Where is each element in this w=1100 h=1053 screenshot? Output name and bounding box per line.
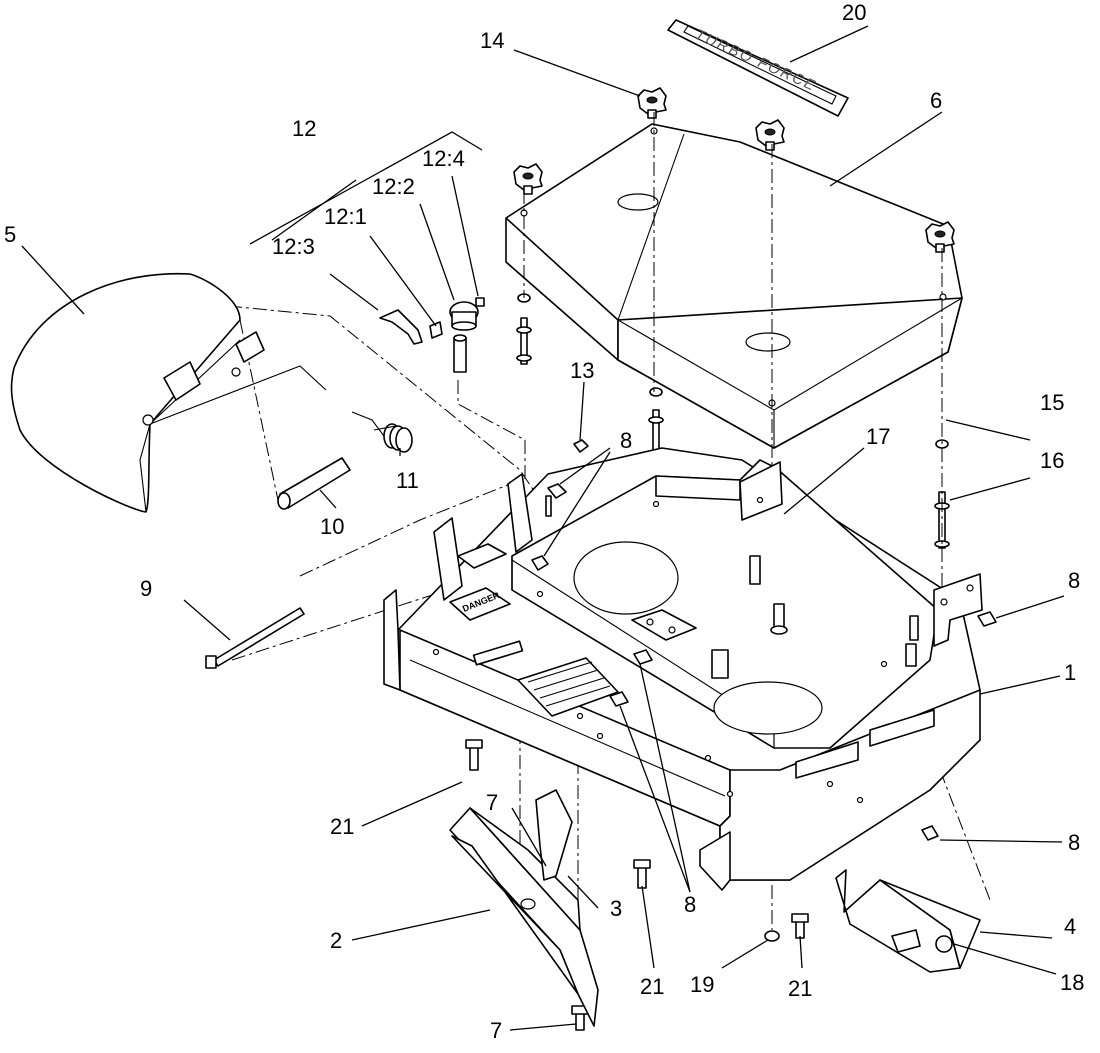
callout-12-4: 12:4 <box>422 146 465 171</box>
callout-13: 13 <box>570 358 594 383</box>
leader-lines <box>21 25 1065 1031</box>
callout-20: 20 <box>842 0 866 25</box>
callout-12-1: 12:1 <box>324 204 367 229</box>
callout-5: 5 <box>4 222 16 247</box>
decal-text: TURBO FORCE <box>692 26 819 95</box>
callout-7a: 7 <box>486 790 498 815</box>
callout-8a: 8 <box>620 428 632 453</box>
callout-18: 18 <box>1060 970 1084 995</box>
callout-4: 4 <box>1064 914 1076 939</box>
callout-7b: 7 <box>490 1018 502 1043</box>
callout-labels: 1 2 3 4 5 6 7 7 8 8 8 8 9 10 11 12 12:1 … <box>4 0 1084 1043</box>
callout-19: 19 <box>690 972 714 997</box>
callout-9: 9 <box>140 576 152 601</box>
hinge-bolt <box>205 607 305 669</box>
callout-16: 16 <box>1040 448 1064 473</box>
callout-21a: 21 <box>330 814 354 839</box>
callout-8c: 8 <box>1068 830 1080 855</box>
knob-icon <box>755 119 785 151</box>
callout-17: 17 <box>866 424 890 449</box>
callout-15: 15 <box>1040 390 1064 415</box>
callout-11: 11 <box>396 468 419 493</box>
turbo-force-decal: TURBO FORCE <box>667 19 849 117</box>
callout-3: 3 <box>610 896 622 921</box>
callout-12-3: 12:3 <box>272 234 315 259</box>
callout-2: 2 <box>330 928 342 953</box>
knob-group <box>513 87 955 253</box>
callout-14: 14 <box>480 28 504 53</box>
callout-12-2: 12:2 <box>372 174 415 199</box>
mower-deck: DANGER <box>383 447 983 891</box>
callout-8d: 8 <box>684 892 696 917</box>
callout-8b: 8 <box>1068 568 1080 593</box>
callout-21c: 21 <box>788 976 812 1001</box>
callout-1: 1 <box>1064 660 1076 685</box>
rear-bracket <box>835 869 981 973</box>
callout-12: 12 <box>292 116 316 141</box>
discharge-deflector <box>10 272 327 513</box>
side-bracket <box>535 789 573 881</box>
knob-icon <box>637 87 667 119</box>
hardware <box>465 439 997 1031</box>
callout-6: 6 <box>930 88 942 113</box>
knob-icon <box>925 221 955 253</box>
belt-cover <box>505 123 963 449</box>
front-bracket <box>449 807 599 1027</box>
callout-21b: 21 <box>640 974 664 999</box>
safety-switch-assembly <box>379 297 485 373</box>
torsion-spring <box>351 411 413 453</box>
callout-10: 10 <box>320 514 344 539</box>
pivot-rod <box>277 457 351 510</box>
knob-icon <box>513 163 543 195</box>
